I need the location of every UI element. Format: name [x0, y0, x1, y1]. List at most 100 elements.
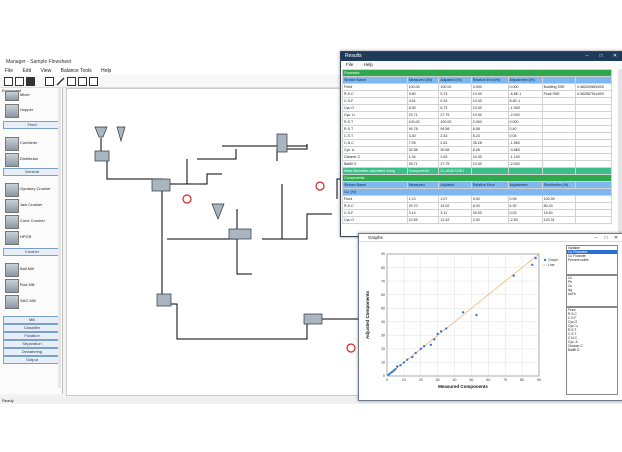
checkbox-icon[interactable] — [89, 77, 98, 86]
list-item[interactable]: Percent solids — [568, 258, 589, 262]
table-cell[interactable]: 5.80 — [406, 90, 440, 98]
results-menu-help[interactable]: Help — [363, 62, 373, 67]
section-output[interactable]: Output — [3, 356, 61, 364]
data-point[interactable] — [419, 347, 422, 351]
data-point[interactable] — [392, 369, 395, 372]
data-point[interactable] — [411, 355, 414, 359]
palette-item-hpgr[interactable]: HPGR — [3, 230, 59, 245]
palette-item-ball-mill[interactable]: Ball Mill — [3, 262, 59, 277]
new-file-icon[interactable] — [4, 77, 13, 86]
table-cell[interactable]: 100.00 — [406, 118, 440, 126]
table-cell[interactable]: Building SSE — [541, 83, 576, 91]
table-cell[interactable]: 1.13 — [406, 195, 440, 203]
table-cell[interactable]: Adjustment (t/h) — [507, 76, 543, 84]
distributor-unit[interactable] — [116, 126, 126, 143]
table-cell[interactable]: 4.30 — [507, 202, 543, 210]
table-cell[interactable]: 10.00 — [470, 104, 509, 112]
table-cell[interactable] — [574, 125, 613, 133]
table-cell[interactable]: 0.05 — [507, 132, 543, 140]
table-cell[interactable]: -0.863 — [507, 146, 543, 154]
maximize-icon[interactable]: □ — [604, 235, 608, 241]
minimize-icon[interactable]: – — [594, 235, 598, 241]
component-list[interactable]: Cu Pb Zn Ag AuFe — [566, 275, 618, 307]
table-cell[interactable] — [541, 146, 576, 154]
table-cell[interactable]: 35.28 — [470, 139, 509, 147]
table-cell[interactable]: Feed — [342, 195, 408, 203]
equipment-panel-scrollbar[interactable] — [58, 88, 61, 388]
table-cell[interactable]: Cyc. U — [342, 111, 408, 119]
table-cell[interactable] — [574, 97, 613, 105]
open-folder-icon[interactable] — [15, 77, 24, 86]
table-cell[interactable]: 80.43 — [541, 202, 576, 210]
hopper-unit[interactable] — [94, 126, 108, 138]
table-cell[interactable]: 10.00 — [470, 90, 509, 98]
table-cell[interactable]: C.S.T — [342, 132, 408, 140]
table-cell[interactable]: 100.00 — [438, 83, 472, 91]
table-cell[interactable]: 5.00 — [470, 195, 509, 203]
table-cell[interactable]: -1.563 — [507, 139, 543, 147]
list-item[interactable]: Cyc.O — [568, 320, 578, 324]
section-classifier[interactable]: Classifier — [3, 324, 61, 332]
table-cell[interactable]: 23.71 — [406, 111, 440, 119]
table-cell[interactable]: 27.75 — [438, 160, 472, 168]
table-cell[interactable]: 10.55 — [406, 216, 440, 224]
table-cell[interactable]: 32.58 — [406, 146, 440, 154]
table-cell[interactable]: 2.63 — [438, 153, 472, 161]
table-cell[interactable]: -1.943 — [507, 104, 543, 112]
table-cell[interactable]: 8.4E-1 — [507, 97, 543, 105]
table-cell[interactable] — [574, 132, 613, 140]
table-cell[interactable] — [574, 104, 613, 112]
table-cell[interactable] — [541, 160, 576, 168]
table-cell[interactable] — [541, 76, 576, 84]
table-cell[interactable] — [541, 132, 576, 140]
table-cell[interactable]: C.S.F — [342, 209, 408, 217]
palette-item-rod-mill[interactable]: Rod Mill — [3, 278, 59, 293]
table-cell[interactable]: 8.28 — [470, 146, 509, 154]
table-cell[interactable]: 0.000 — [507, 118, 543, 126]
table-cell[interactable] — [574, 118, 613, 126]
data-point[interactable] — [394, 368, 397, 371]
section-separation[interactable]: Separation — [3, 340, 61, 348]
section-mill[interactable]: Mill — [3, 316, 61, 324]
data-point[interactable] — [390, 370, 394, 374]
list-item[interactable]: C.S.T — [568, 332, 577, 336]
table-cell[interactable]: Ballfil O — [342, 160, 408, 168]
table-cell[interactable]: 100.00 — [541, 195, 576, 203]
table-cell[interactable]: Measured (t/h) — [406, 76, 440, 84]
table-cell[interactable]: -1.153 — [507, 153, 543, 161]
combiner-unit[interactable] — [94, 150, 110, 162]
list-item[interactable]: Pb — [568, 280, 573, 284]
table-cell[interactable]: 3.11 — [438, 209, 472, 217]
table-cell[interactable]: 10.00 — [470, 160, 509, 168]
table-cell[interactable] — [574, 209, 613, 217]
table-cell[interactable]: 27.75 — [438, 111, 472, 119]
table-cell[interactable]: 5.33 — [438, 97, 472, 105]
list-item[interactable]: Cleaner C — [568, 344, 583, 348]
sump-unit[interactable] — [156, 293, 172, 307]
table-cell[interactable]: Final SSE — [541, 90, 576, 98]
table-cell[interactable]: Adjusted (t/h) — [438, 76, 472, 84]
output-marker[interactable] — [346, 343, 356, 353]
maximize-icon[interactable]: □ — [599, 53, 603, 59]
table-cell[interactable]: 100.00 — [406, 83, 440, 91]
data-point[interactable] — [406, 358, 409, 361]
palette-item-combiner[interactable]: Combiner — [3, 136, 59, 151]
table-cell[interactable]: 8.58 — [470, 125, 509, 133]
menu-file[interactable]: File — [5, 68, 14, 74]
variable-list[interactable]: Variable Cu Flowrates Cu Flowrate Percen… — [566, 245, 618, 275]
table-cell[interactable]: 8.00 — [470, 202, 509, 210]
save-icon[interactable] — [26, 77, 35, 86]
menu-help[interactable]: Help — [101, 68, 112, 74]
list-item[interactable]: C.N.C — [568, 336, 577, 340]
table-cell[interactable] — [574, 146, 613, 154]
table-cell[interactable]: -2.003 — [507, 160, 543, 168]
